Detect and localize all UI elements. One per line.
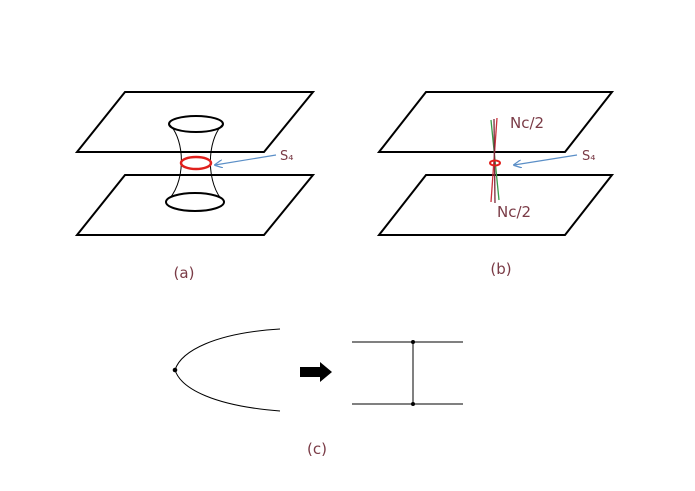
tube-right-side (209, 123, 225, 203)
junction-dot-bottom (411, 402, 415, 406)
curved-parabola (174, 328, 281, 412)
tube-left-side (165, 123, 182, 203)
transition-arrow (300, 362, 332, 382)
junction-dot-top (411, 340, 415, 344)
panel-b: S₄ Nc/2 Nc/2 (b) (376, 91, 615, 278)
nc-label-bottom: Nc/2 (497, 203, 531, 221)
wormhole-tube (165, 115, 225, 212)
caption-a: (a) (174, 264, 195, 282)
caption-b: (b) (490, 260, 511, 278)
s4-label-a: S₄ (280, 149, 293, 164)
lower-plane (74, 174, 316, 236)
pointer-arrow-b (514, 154, 578, 165)
nc-label-top: Nc/2 (510, 114, 544, 132)
lower-plane (376, 174, 615, 236)
panel-c: (c) (172, 328, 463, 458)
tube-bottom-rim (165, 192, 225, 212)
caption-c: (c) (307, 440, 327, 458)
upper-plane (376, 91, 615, 153)
panel-a: S₄ (a) (74, 91, 316, 282)
h-shaped-junction (352, 341, 463, 405)
parabola-vertex-dot (172, 367, 178, 373)
s4-ring-small (489, 159, 501, 167)
s4-ring (179, 155, 213, 171)
pointer-arrow-a (215, 154, 277, 165)
upper-plane (74, 91, 316, 153)
tube-top-rim (168, 115, 224, 133)
s4-label-b: S₄ (582, 149, 595, 164)
